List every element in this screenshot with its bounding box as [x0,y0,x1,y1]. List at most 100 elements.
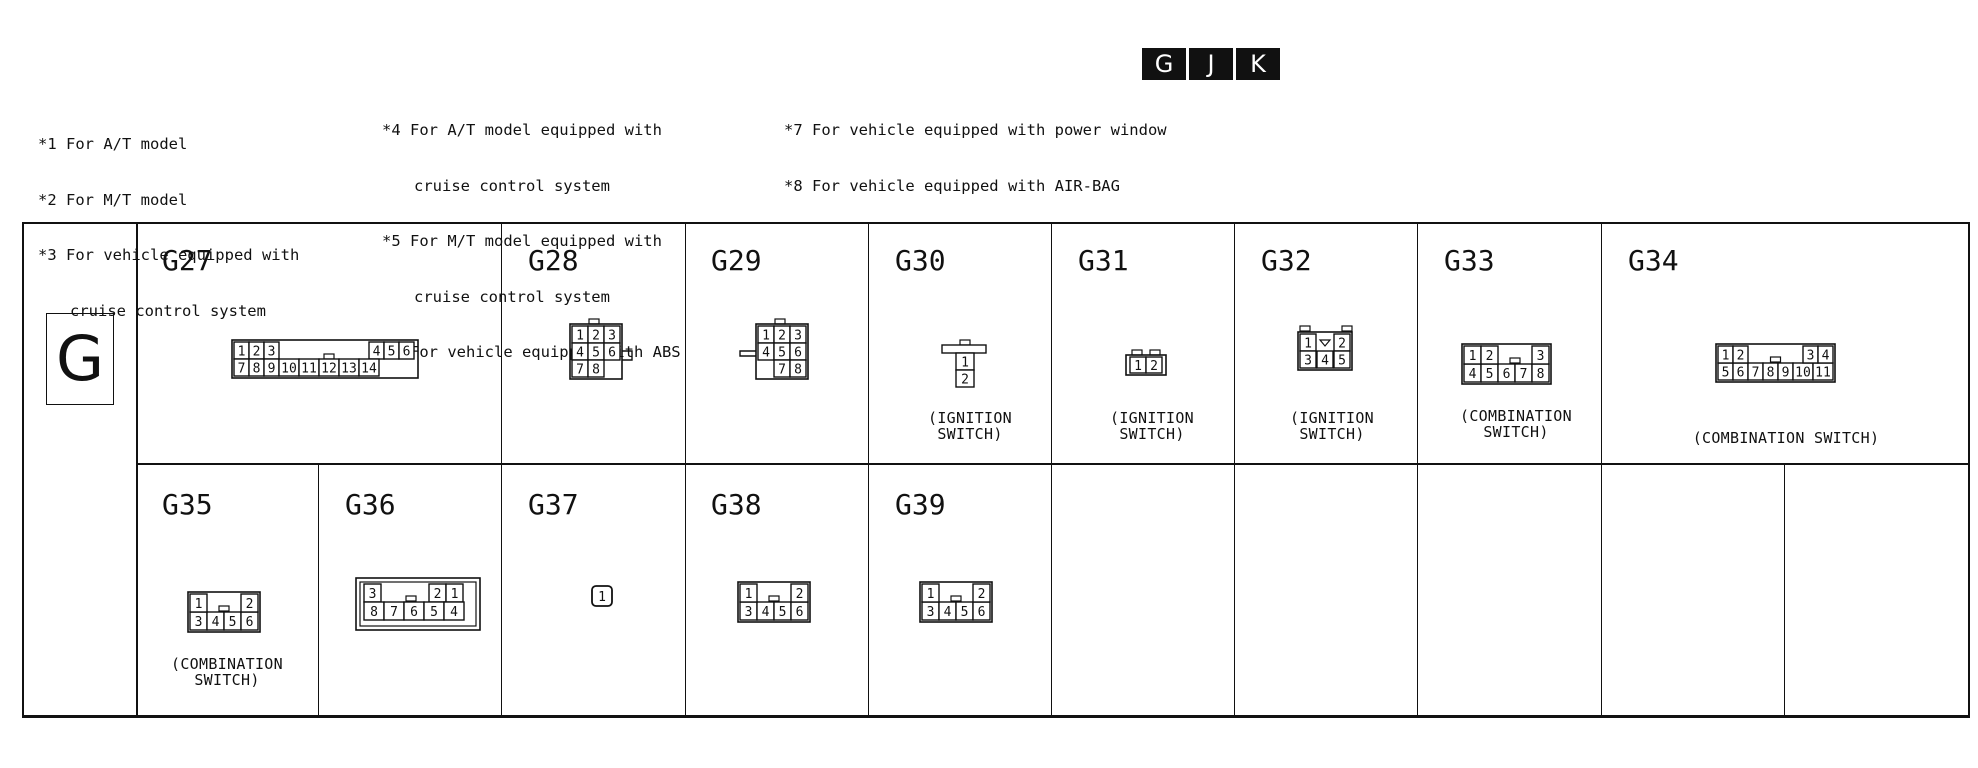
notes-column-1: *1 For A/T model *2 For M/T model *3 For… [38,98,299,339]
pin-cell [739,583,758,603]
pin-number: 1 [1304,337,1312,352]
pin-cell [1480,345,1499,365]
note-8: *8 For vehicle equipped with AIR-BAG [784,176,1120,195]
pin-number: 1 [961,356,969,371]
connector-tab [739,350,756,357]
connector-housing [231,339,419,379]
pin-number: 5 [961,605,969,620]
pin-cell [789,359,807,378]
table-col-divider [318,464,319,716]
connector-housing [1461,343,1552,385]
pin-number: 1 [745,587,753,602]
section-letter-box: G [46,313,114,405]
table-left-border [22,222,24,718]
connector-g28-label: G28 [528,244,579,277]
pin-number: 8 [253,362,261,377]
pin-number: 4 [1822,349,1830,364]
pin-cell [955,369,975,388]
connector-g35-caption: (COMBINATION SWITCH) [171,655,283,689]
connector-housing [737,581,811,623]
pin-cell [1299,350,1317,369]
pin-number: 12 [321,362,337,377]
pin-cell [358,358,380,377]
pin-number: 11 [301,362,317,377]
note-1: *1 For A/T model [38,135,188,153]
connector-latch [950,595,962,602]
table-bottom-border [22,715,1970,718]
pin-cell [189,593,208,613]
pin-number: 1 [238,345,246,360]
pin-number: 2 [1150,359,1158,374]
note-5-cont: cruise control system [414,287,610,306]
note-3: *3 For vehicle equipped with [38,246,300,264]
pin-number: 4 [762,346,770,361]
connector-g34-caption: (COMBINATION SWITCH) [1692,429,1880,447]
pin-cell [587,359,605,378]
pin-number: 6 [978,605,986,620]
pin-number: 3 [369,587,377,602]
pin-number: 3 [268,345,276,360]
pin-number: 3 [927,605,935,620]
pin-number: 5 [388,345,396,360]
connector-housing [187,591,261,633]
table-top-border [22,222,1970,224]
pin-number: 10 [281,362,297,377]
pin-number: 6 [1737,366,1745,381]
connector-latch [1341,325,1353,332]
pin-cell [1732,345,1749,364]
pin-number: 4 [1321,354,1329,369]
connector-g38-label: G38 [711,488,762,521]
table-col-divider [685,222,686,716]
pin-number: 2 [434,587,442,602]
connector-g32-label: G32 [1261,244,1312,277]
pin-cell [1817,345,1834,364]
pin-number: 4 [373,345,381,360]
connector-latch [768,595,780,602]
connector-g30-diagram: 12 [941,339,987,388]
pin-number: 2 [246,597,254,612]
pin-number: 2 [592,329,600,344]
pin-number: 8 [1767,366,1775,381]
pin-number: 1 [1469,349,1477,364]
table-col-divider [1784,464,1785,716]
pin-cell [1531,345,1550,365]
pin-number: 2 [253,345,261,360]
connector-g36-label: G36 [345,488,396,521]
table-col-divider [501,222,502,716]
pin-number: 2 [1737,349,1745,364]
pin-cell [1145,356,1163,374]
pin-number: 5 [592,346,600,361]
connector-g31-label: G31 [1078,244,1129,277]
pin-number: 9 [1782,366,1790,381]
pin-number: 7 [576,363,584,378]
table-col-divider [1601,222,1602,716]
connector-housing [1125,354,1167,376]
connector-g31-caption: (IGNITION SWITCH) [1110,409,1194,443]
table-col-divider [1051,222,1052,716]
pin-number: 2 [778,329,786,344]
note-4-cont: cruise control system [414,176,610,195]
pin-number: 11 [1815,366,1831,381]
pin-number: 4 [944,605,952,620]
pin-number: 4 [1469,367,1477,382]
note-3-cont: cruise control system [70,301,266,320]
table-col-divider [868,222,869,716]
pin-number: 3 [608,329,616,344]
pin-number: 3 [1807,349,1815,364]
connector-housing [919,581,993,623]
pin-number: 2 [978,587,986,602]
pin-number: 5 [1486,367,1494,382]
connector-housing [359,581,477,627]
pin-number: 1 [195,597,203,612]
pin-number: 2 [961,373,969,388]
pin-number: 13 [341,362,357,377]
pin-number: 1 [1722,349,1730,364]
